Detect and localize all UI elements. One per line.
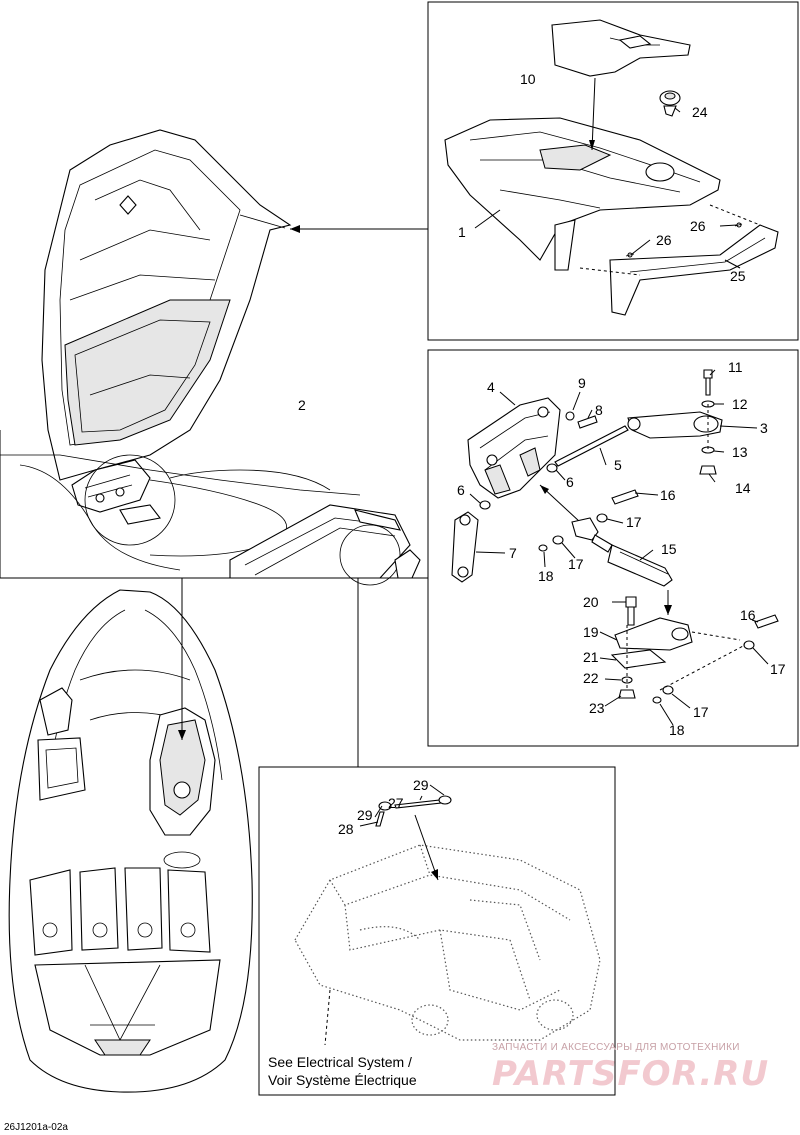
callout-27: 27 (388, 795, 404, 811)
callout-18a: 18 (538, 568, 554, 584)
callout-15: 15 (661, 541, 677, 557)
callout-5: 5 (614, 457, 622, 473)
watermark-tagline: ЗАПЧАСТИ И АКСЕССУАРЫ ДЛЯ МОТОТЕХНИКИ (492, 1042, 740, 1053)
callout-10: 10 (520, 71, 536, 87)
callout-18b: 18 (669, 722, 685, 738)
callout-9: 9 (578, 375, 586, 391)
callout-17c: 17 (770, 661, 786, 677)
callout-17b: 17 (568, 556, 584, 572)
callout-11: 11 (728, 359, 743, 375)
callout-6a: 6 (457, 482, 465, 498)
callout-20: 20 (583, 594, 599, 610)
seat-cover-drawing (444, 19, 779, 316)
watercraft-top-view (8, 578, 359, 1093)
callout-17a: 17 (626, 514, 642, 530)
callout-19: 19 (583, 624, 599, 640)
callout-2: 2 (298, 397, 306, 413)
callout-28: 28 (338, 821, 354, 837)
callout-labels: 1 2 10 24 26 26 25 4 9 8 11 12 3 13 14 5… (298, 71, 786, 837)
callout-29a: 29 (413, 777, 429, 793)
hull-detail-drawing (0, 454, 421, 586)
callout-24: 24 (692, 104, 708, 120)
drawing-id: 26J1201a-02a (4, 1122, 68, 1133)
callout-8: 8 (595, 402, 603, 418)
electrical-panel (258, 766, 616, 1096)
callout-25: 25 (730, 268, 746, 284)
callout-6b: 6 (566, 474, 574, 490)
callout-1: 1 (458, 224, 466, 240)
callout-12: 12 (732, 396, 748, 412)
callout-7: 7 (509, 545, 517, 561)
callout-16b: 16 (740, 607, 756, 623)
callout-21: 21 (583, 649, 599, 665)
watermark-logo: PARTSFOR.RU (492, 1054, 770, 1094)
callout-14: 14 (735, 480, 751, 496)
note-line-2: Voir Système Électrique (268, 1072, 417, 1088)
electrical-drawing (294, 784, 601, 1046)
bracket-panel (427, 349, 799, 747)
callout-4: 4 (487, 379, 495, 395)
storage-cover-drawing (41, 129, 292, 525)
callout-29b: 29 (357, 807, 373, 823)
callout-26a: 26 (690, 218, 706, 234)
callout-16a: 16 (660, 487, 676, 503)
seat-cover-panel (427, 1, 799, 341)
callout-26b: 26 (656, 232, 672, 248)
callout-23: 23 (589, 700, 605, 716)
note-line-1: See Electrical System / (268, 1054, 412, 1070)
callout-17d: 17 (693, 704, 709, 720)
electrical-system-note: See Electrical System / Voir Système Éle… (268, 1053, 417, 1089)
bracket-drawing (451, 369, 779, 726)
callout-3: 3 (760, 420, 768, 436)
callout-13: 13 (732, 444, 748, 460)
callout-22: 22 (583, 670, 599, 686)
